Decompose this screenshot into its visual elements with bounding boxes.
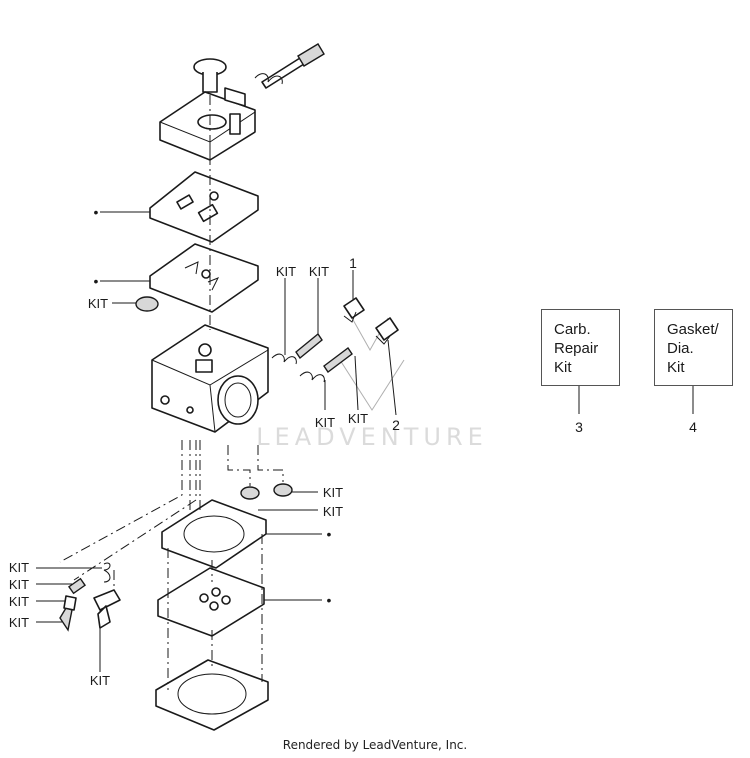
kit-label-spring: KIT [9,560,29,575]
lever-pin[interactable] [97,605,111,629]
pump-cover[interactable] [155,659,269,731]
kit-label-low-spring: KIT [315,415,335,430]
inlet-screen[interactable] [135,296,159,312]
limiter-cap-2[interactable] [375,317,399,345]
top-cover[interactable] [159,87,256,161]
metering-diaphragm[interactable] [149,171,259,243]
pump-diaphragm[interactable] [157,567,265,637]
item-number-3: 3 [575,419,583,435]
pump-gasket[interactable] [161,499,267,569]
bullet-gasket: • [94,273,99,289]
item-number-4: 4 [689,419,697,435]
inlet-filter[interactable] [273,483,293,497]
carb-repair-kit-line-1: Carb. [554,321,591,338]
watermark-text: LEADVENTURE [256,423,488,451]
top-screw[interactable] [193,58,227,93]
kit-label-check-valve: KIT [323,504,343,519]
carb-repair-kit-line-3: Kit [554,359,572,376]
carb-repair-kit-box[interactable]: Carb. Repair Kit [541,309,620,386]
lever-screw[interactable] [63,595,77,611]
kit-label-pin: KIT [9,577,29,592]
high-speed-needle[interactable] [271,332,323,365]
kit-label-lever: KIT [90,673,110,688]
kit-label-needle: KIT [9,615,29,630]
carburetor-body[interactable] [151,324,269,433]
kit-label-screw: KIT [9,594,29,609]
kit-label-high-needle: KIT [309,264,329,279]
kit-label-screen: KIT [88,296,108,311]
low-speed-needle[interactable] [299,346,353,383]
item-number-2: 2 [392,417,400,433]
inlet-needle[interactable] [59,607,73,632]
kit-label-high-spring: KIT [276,264,296,279]
bullet-pump-diaphragm: • [327,592,332,608]
gasket-dia-kit-line-2: Dia. [667,340,694,357]
check-valve[interactable] [240,486,260,500]
adjust-needle-top[interactable] [254,43,325,89]
gasket-dia-kit-line-1: Gasket/ [667,321,719,338]
kit-label-filter: KIT [323,485,343,500]
metering-gasket[interactable] [149,243,259,313]
limiter-cap-1[interactable] [343,297,365,323]
kit-label-low-needle: KIT [348,411,368,426]
inlet-lever[interactable] [93,589,121,611]
inlet-pin[interactable] [67,577,87,595]
gasket-dia-kit-box[interactable]: Gasket/ Dia. Kit [654,309,733,386]
bullet-diaphragm: • [94,204,99,220]
carb-repair-kit-line-2: Repair [554,340,599,357]
gasket-dia-kit-line-3: Kit [667,359,685,376]
item-number-1: 1 [349,255,357,271]
footer-credit: Rendered by LeadVenture, Inc. [282,738,468,752]
bullet-pump-gasket: • [327,526,332,542]
inlet-needle-spring[interactable] [103,562,111,583]
